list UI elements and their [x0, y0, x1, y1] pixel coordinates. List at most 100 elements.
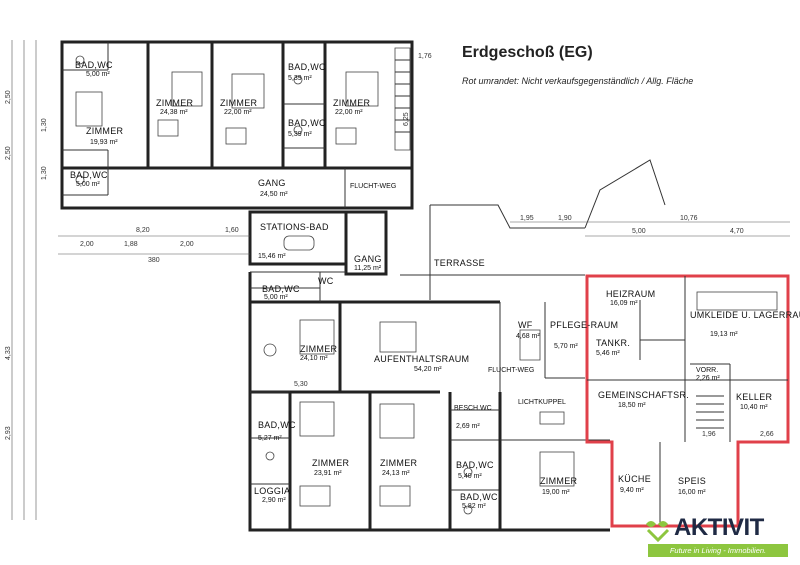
room-keller-area: 10,40 m²: [740, 404, 768, 411]
room-zimmer-s3-area: 19,00 m²: [542, 489, 570, 496]
dim-470: 4,70: [730, 228, 744, 235]
room-keller-label: KELLER: [736, 392, 773, 402]
logo-mark-icon: [646, 521, 670, 542]
dim-196: 1,96: [702, 431, 716, 438]
room-wf-label: WF: [518, 320, 533, 330]
dim-1076: 10,76: [680, 215, 698, 222]
room-terrasse-label: TERRASSE: [434, 258, 485, 268]
company-logo: AKTIVIT Future in Living - Immobilien.: [644, 512, 794, 560]
room-badwc-c1-label: BAD,WC: [288, 62, 326, 72]
dim-625: 6,25: [403, 112, 410, 126]
room-zimmer-s2-label: ZIMMER: [380, 458, 417, 468]
room-kueche-label: KÜCHE: [618, 474, 651, 484]
logo-brand: AKTIVIT: [674, 514, 764, 541]
room-aufenthalt-label: AUFENTHALTSRAUM: [374, 354, 469, 364]
dim-293: 2,93: [5, 426, 12, 440]
top-wing-walls: [60, 40, 414, 210]
room-badwc-c2-area: 5,39 m²: [288, 131, 312, 138]
dim-160: 1,60: [225, 227, 239, 234]
room-flucht-top-label: FLUCHT-WEG: [350, 183, 396, 190]
dim-190: 1,90: [558, 215, 572, 222]
room-lichtkuppel-label: LICHTKUPPEL: [518, 399, 566, 406]
room-zimmer-s1-label: ZIMMER: [312, 458, 349, 468]
room-badwc-s1-label: BAD,WC: [258, 420, 296, 430]
room-badwc-s3-area: 5,82 m²: [462, 503, 486, 510]
room-badwc-s2-area: 5,40 m²: [458, 473, 482, 480]
room-stationsbad-label: STATIONS-BAD: [260, 222, 329, 232]
room-aufenthalt-area: 54,20 m²: [414, 366, 442, 373]
room-gang-mid-area: 11,25 m²: [354, 265, 382, 272]
room-umkleide-label: UMKLEIDE U. LAGERRAUM: [690, 310, 800, 320]
room-heizraum-area: 16,09 m²: [610, 300, 638, 307]
room-pflegeraum-area: 5,70 m²: [554, 343, 578, 350]
connector-dimensions: 8,20 2,00 1,88 2,00 380 1,60: [80, 227, 239, 264]
room-speis-area: 16,00 m²: [678, 489, 706, 496]
room-zimmer-l-label: ZIMMER: [86, 126, 123, 136]
red-highlight-area: 2,66 1,96: [585, 274, 790, 528]
plan-title: Erdgeschoß (EG): [462, 44, 593, 61]
room-labels: BAD,WC 5,00 m² ZIMMER 19,93 m² BAD,WC 5,…: [70, 60, 800, 510]
room-loggia-area: 2,90 m²: [262, 497, 286, 504]
room-vorr-area: 2,26 m²: [696, 375, 720, 382]
room-gemeinschaft-label: GEMEINSCHAFTSR.: [598, 390, 689, 400]
room-badwc-bl-label: BAD,WC: [70, 170, 108, 180]
room-zimmer-3-area: 22,00 m²: [224, 109, 252, 116]
room-badwc-c2-label: BAD,WC: [288, 118, 326, 128]
room-badwc-m-area: 5,00 m²: [264, 294, 288, 301]
room-wc-m-label: WC: [318, 276, 334, 286]
room-zimmer-2-label: ZIMMER: [156, 98, 193, 108]
dim-500: 5,00: [632, 228, 646, 235]
connector-walls: [58, 210, 388, 276]
room-gang-top-label: GANG: [258, 178, 286, 188]
dim-433: 4,33: [5, 346, 12, 360]
room-badwc-s1-area: 5,27 m²: [258, 435, 282, 442]
room-gang-top-area: 24,50 m²: [260, 191, 288, 198]
dim-195: 1,95: [520, 215, 534, 222]
dim-130-b: 1,30: [41, 166, 48, 180]
room-badwc-m-label: BAD,WC: [262, 284, 300, 294]
room-stationsbad-area: 15,46 m²: [258, 253, 286, 260]
room-zimmer-l-area: 19,93 m²: [90, 139, 118, 146]
room-zimmer-s1-area: 23,91 m²: [314, 470, 342, 477]
dim-530: 5,30: [294, 381, 308, 388]
room-badwc-tl-area: 5,00 m²: [86, 71, 110, 78]
right-dimensions: 1,95 1,90 10,76 5,00 4,70 6,25 1,76: [403, 53, 790, 237]
room-zimmer-3-label: ZIMMER: [220, 98, 257, 108]
room-flucht-mid-label: FLUCHT-WEG: [488, 367, 534, 374]
room-zimmer-s2-area: 24,13 m²: [382, 470, 410, 477]
room-badwc-s2-label: BAD,WC: [456, 460, 494, 470]
room-beschwc-label: BESCH.WC: [454, 405, 492, 412]
dim-250-b: 2,50: [5, 146, 12, 160]
main-building-furniture: [263, 319, 575, 515]
main-building-walls: [248, 271, 610, 532]
dim-266: 2,66: [760, 431, 774, 438]
room-wf-area: 4,68 m²: [516, 333, 540, 340]
room-badwc-s3-label: BAD,WC: [460, 492, 498, 502]
dim-820: 8,20: [136, 227, 150, 234]
dim-250-a: 2,50: [5, 90, 12, 104]
room-speis-label: SPEIS: [678, 476, 706, 486]
room-zimmer-m-area: 24,10 m²: [300, 355, 328, 362]
plan-subtitle: Rot umrandet: Nicht verkaufsgegenständli…: [462, 76, 694, 86]
dim-176: 1,76: [418, 53, 432, 60]
room-loggia-label: LOGGIA: [254, 486, 290, 496]
room-tankr-label: TANKR.: [596, 338, 630, 348]
dim-188: 1,88: [124, 241, 138, 248]
dim-200-b: 2,00: [180, 241, 194, 248]
room-vorr-label: VORR.: [696, 367, 718, 374]
dim-130-a: 1,30: [41, 118, 48, 132]
room-badwc-c1-area: 5,39 m²: [288, 75, 312, 82]
terrace-outline: [429, 159, 666, 300]
logo-tagline: Future in Living - Immobilien.: [648, 544, 788, 557]
room-gang-mid-label: GANG: [354, 254, 382, 264]
top-wing-furniture: [75, 47, 411, 185]
dim-200-a: 2,00: [80, 241, 94, 248]
room-zimmer-4-label: ZIMMER: [333, 98, 370, 108]
room-zimmer-4-area: 22,00 m²: [335, 109, 363, 116]
room-zimmer-s3-label: ZIMMER: [540, 476, 577, 486]
room-umkleide-area: 19,13 m²: [710, 331, 738, 338]
room-gemeinschaft-area: 18,50 m²: [618, 402, 646, 409]
room-badwc-tl-label: BAD,WC: [75, 60, 113, 70]
room-kueche-area: 9,40 m²: [620, 487, 644, 494]
